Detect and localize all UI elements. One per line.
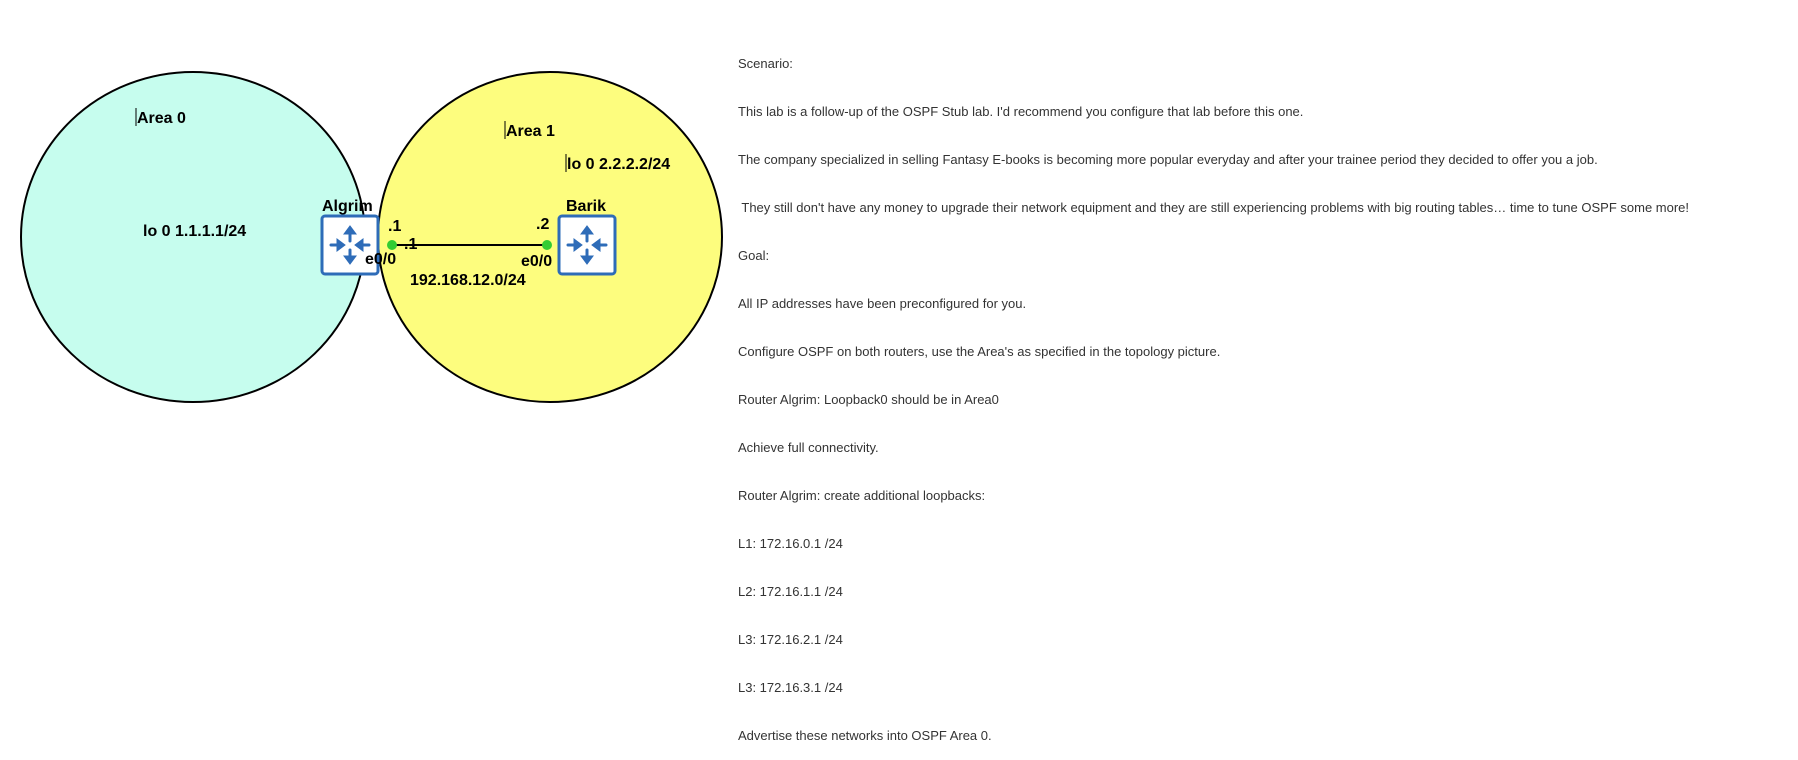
router-algrim[interactable]: [320, 214, 380, 276]
notes-line: Router Algrim: create additional loopbac…: [738, 488, 986, 503]
notes-line: Router Algrim: Loopback0 should be in Ar…: [738, 392, 999, 407]
notes-line: All IP addresses have been preconfigured…: [738, 296, 1027, 311]
router-algrim-name: Algrim: [322, 198, 373, 215]
area1-loopback-label: lo 0 2.2.2.2/24: [567, 156, 670, 173]
router-icon: [320, 214, 380, 276]
notes-line: Advertise these networks into OSPF Area …: [738, 728, 992, 743]
area1-label: Area 1: [506, 123, 555, 140]
notes-line: L1: 172.16.0.1 /24: [738, 536, 843, 551]
link-network-label: 192.168.12.0/24: [410, 272, 526, 289]
area1-circle: [377, 71, 723, 403]
notes-line: This lab is a follow-up of the OSPF Stub…: [738, 104, 1304, 119]
router-barik-interface: e0/0: [521, 253, 552, 270]
network-topology-diagram: Area 0 Area 1 lo 0 1.1.1.1/24 lo 0 2.2.2…: [20, 71, 723, 403]
router-icon: [557, 214, 617, 276]
router-barik[interactable]: [557, 214, 617, 276]
router-arrows-icon: [566, 225, 608, 265]
notes-line: Configure OSPF on both routers, use the …: [738, 344, 1221, 359]
router-barik-name: Barik: [566, 198, 606, 215]
area0-label: Area 0: [137, 110, 186, 127]
link-endpoint-barik: [542, 240, 552, 250]
notes-line: The company specialized in selling Fanta…: [738, 152, 1598, 167]
router-algrim-ip-host-2: .1: [404, 236, 417, 253]
notes-line: L2: 172.16.1.1 /24: [738, 584, 843, 599]
link-endpoint-algrim: [387, 240, 397, 250]
notes-line-scenario-heading: Scenario:: [738, 56, 793, 71]
notes-line: Achieve full connectivity.: [738, 440, 879, 455]
notes-line: They still don't have any money to upgra…: [738, 200, 1690, 215]
router-arrows-icon: [329, 225, 371, 265]
router-barik-ip-host: .2: [536, 216, 549, 233]
lab-notes: Scenario: This lab is a follow-up of the…: [738, 24, 1788, 760]
router-algrim-ip-host: .1: [388, 218, 401, 235]
notes-line: L3: 172.16.3.1 /24: [738, 680, 843, 695]
router-algrim-interface: e0/0: [365, 251, 396, 268]
notes-line: L3: 172.16.2.1 /24: [738, 632, 843, 647]
area0-loopback-label: lo 0 1.1.1.1/24: [143, 223, 246, 240]
notes-line-goal-heading: Goal:: [738, 248, 770, 263]
